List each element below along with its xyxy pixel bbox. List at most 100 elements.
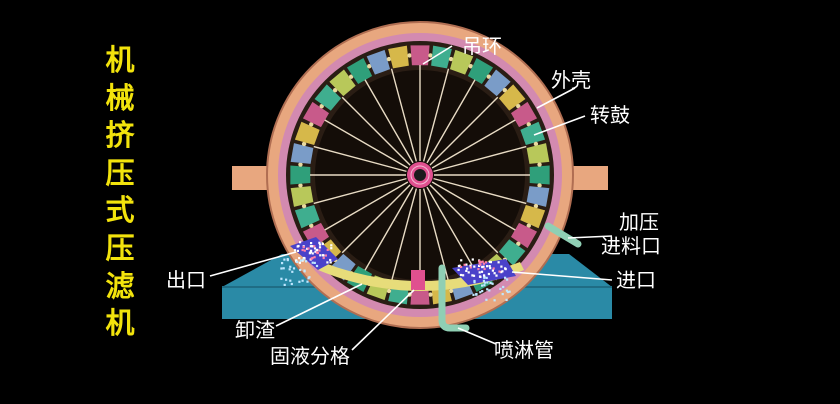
sludge-particle xyxy=(305,260,308,263)
sludge-particle xyxy=(472,293,475,296)
sludge-particle xyxy=(499,287,502,290)
filter-cloth-dot xyxy=(428,53,433,58)
sludge-particle xyxy=(311,252,314,255)
filter-cloth-dot xyxy=(448,288,454,294)
sludge-particle xyxy=(283,283,286,286)
sludge-particle xyxy=(329,258,332,262)
solid-liquid-separator xyxy=(411,270,425,290)
sludge-particle xyxy=(478,261,481,265)
title-char: 压 xyxy=(105,230,135,265)
label-pressure-feed-2: 进料口 xyxy=(601,234,661,258)
sludge-particle xyxy=(486,281,489,284)
sludge-particle xyxy=(501,293,504,296)
spoke xyxy=(364,79,414,164)
sludge-particle xyxy=(482,265,485,268)
vertical-title: 机械挤压式压滤机 xyxy=(98,42,142,343)
sludge-particle xyxy=(462,274,465,277)
sludge-particle xyxy=(285,278,288,281)
filter-cloth-dot xyxy=(298,183,303,188)
sludge-particle xyxy=(330,244,333,247)
sludge-particle xyxy=(473,279,476,283)
spoke xyxy=(422,68,450,162)
filter-segment xyxy=(290,143,314,164)
spoke xyxy=(431,119,516,169)
label-inlet: 进口 xyxy=(616,268,656,292)
leader-drum xyxy=(533,115,586,136)
spray-pipe xyxy=(438,264,470,332)
spoke xyxy=(390,68,418,162)
spoke xyxy=(313,145,407,173)
spoke xyxy=(324,119,409,169)
label-discharge: 卸渣 xyxy=(235,318,275,342)
label-spray-pipe: 喷淋管 xyxy=(494,338,554,362)
filter-cloth-dot xyxy=(428,292,433,297)
sludge-particle xyxy=(508,290,511,293)
filter-cloth-dot xyxy=(386,288,392,294)
sludge-particle xyxy=(505,289,508,292)
label-outlet: 出口 xyxy=(166,268,206,292)
sludge-particle xyxy=(506,278,509,281)
sludge-particle xyxy=(492,267,495,270)
sludge-particle xyxy=(482,262,485,265)
filter-segment xyxy=(484,69,511,97)
sludge-particle xyxy=(311,261,314,264)
sludge-particle xyxy=(482,279,485,282)
filter-segment xyxy=(431,45,452,69)
sludge-particle xyxy=(481,290,484,293)
title-char: 挤 xyxy=(105,118,135,153)
spoke xyxy=(426,79,476,164)
filter-segment xyxy=(294,121,320,146)
leader-outer-shell xyxy=(536,87,576,109)
sludge-particle xyxy=(282,267,285,270)
hub-ring xyxy=(410,165,430,185)
sludge-particle xyxy=(281,262,284,265)
filter-cloth-dot xyxy=(367,64,372,69)
sludge-particle xyxy=(292,267,296,270)
label-outer-shell: 外壳 xyxy=(551,68,591,92)
sludge-particle xyxy=(318,241,321,244)
sludge-particle xyxy=(298,280,301,283)
filter-segment xyxy=(329,253,356,281)
sludge-particle xyxy=(315,264,319,268)
sludge-particle xyxy=(322,256,325,260)
sludge-particle xyxy=(319,254,322,257)
spoke xyxy=(431,181,516,231)
leader-pressure-feed xyxy=(567,235,613,239)
sludge-particle xyxy=(301,248,304,252)
sludge-particle xyxy=(489,261,492,264)
sludge-particle xyxy=(308,252,311,255)
sludge-particle xyxy=(471,258,474,261)
spoke xyxy=(390,188,418,282)
sludge-particle xyxy=(286,258,289,261)
sludge-particle xyxy=(289,265,292,268)
sludge-particle xyxy=(475,293,478,296)
sludge-particle xyxy=(467,271,470,274)
sludge-particle xyxy=(483,267,486,271)
sludge-particle xyxy=(291,270,294,273)
sludge-particle xyxy=(307,247,310,250)
filter-cloth-dot xyxy=(301,141,307,147)
filter-cloth-dot xyxy=(348,74,354,79)
sludge-particle xyxy=(489,267,492,270)
filter-segment xyxy=(314,84,342,111)
filter-segment xyxy=(388,45,409,69)
leader-inlet xyxy=(511,271,613,281)
sludge-particle xyxy=(504,267,507,270)
sludge-particle xyxy=(486,288,489,291)
filter-cloth-dot xyxy=(332,87,338,93)
filter-cloth-dot xyxy=(301,203,307,209)
filter-segment xyxy=(520,121,546,146)
inlet-block xyxy=(452,259,516,285)
sludge-particle xyxy=(488,265,491,268)
sludge-particle xyxy=(483,284,486,287)
label-drum: 转鼓 xyxy=(590,103,630,127)
spoke xyxy=(429,96,499,166)
sludge-particle xyxy=(280,267,283,270)
sludge-particle xyxy=(299,268,302,271)
sludge-particle xyxy=(293,249,297,252)
sludge-particle xyxy=(479,261,482,264)
sludge-particle xyxy=(306,247,309,250)
sludge-particle xyxy=(484,261,487,264)
sludge-particle xyxy=(306,280,309,283)
filter-cloth-dot xyxy=(486,74,492,79)
